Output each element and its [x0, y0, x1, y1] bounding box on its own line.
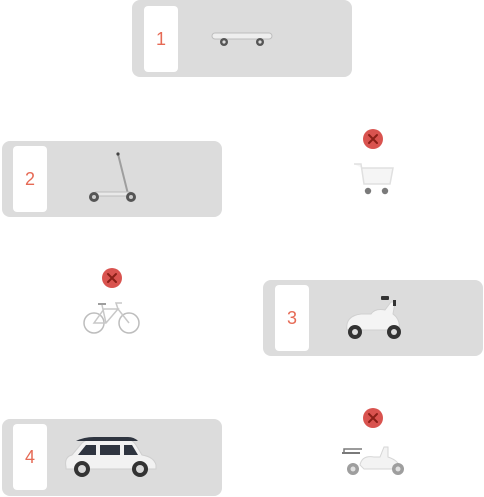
remove-icon[interactable] — [362, 407, 384, 429]
vehicle-card-1[interactable]: 1 — [132, 0, 352, 77]
excluded-item-cart[interactable] — [350, 128, 396, 198]
vehicle-card-2[interactable]: 2 — [2, 141, 222, 217]
moped-icon — [342, 446, 404, 475]
bicycle-icon — [83, 302, 140, 334]
motor-scooter-icon — [346, 296, 401, 339]
remove-icon[interactable] — [362, 128, 384, 150]
excluded-item-moped[interactable] — [340, 407, 410, 481]
rank-badge: 1 — [144, 6, 178, 72]
rank-badge: 3 — [275, 285, 309, 351]
kick-scooter-icon — [89, 152, 136, 202]
rank-number: 3 — [286, 307, 297, 328]
rank-number: 1 — [155, 28, 166, 49]
vehicle-card-3[interactable]: 3 — [263, 280, 483, 356]
car-icon — [65, 437, 157, 477]
rank-badge: 2 — [13, 146, 47, 212]
shopping-cart-icon — [354, 163, 394, 195]
rank-number: 4 — [24, 446, 35, 467]
excluded-item-bicycle[interactable] — [82, 267, 142, 337]
skateboard-icon — [211, 32, 273, 46]
remove-icon[interactable] — [101, 267, 123, 289]
rank-badge: 4 — [13, 424, 47, 490]
rank-number: 2 — [24, 168, 35, 189]
vehicle-card-4[interactable]: 4 — [2, 419, 222, 496]
